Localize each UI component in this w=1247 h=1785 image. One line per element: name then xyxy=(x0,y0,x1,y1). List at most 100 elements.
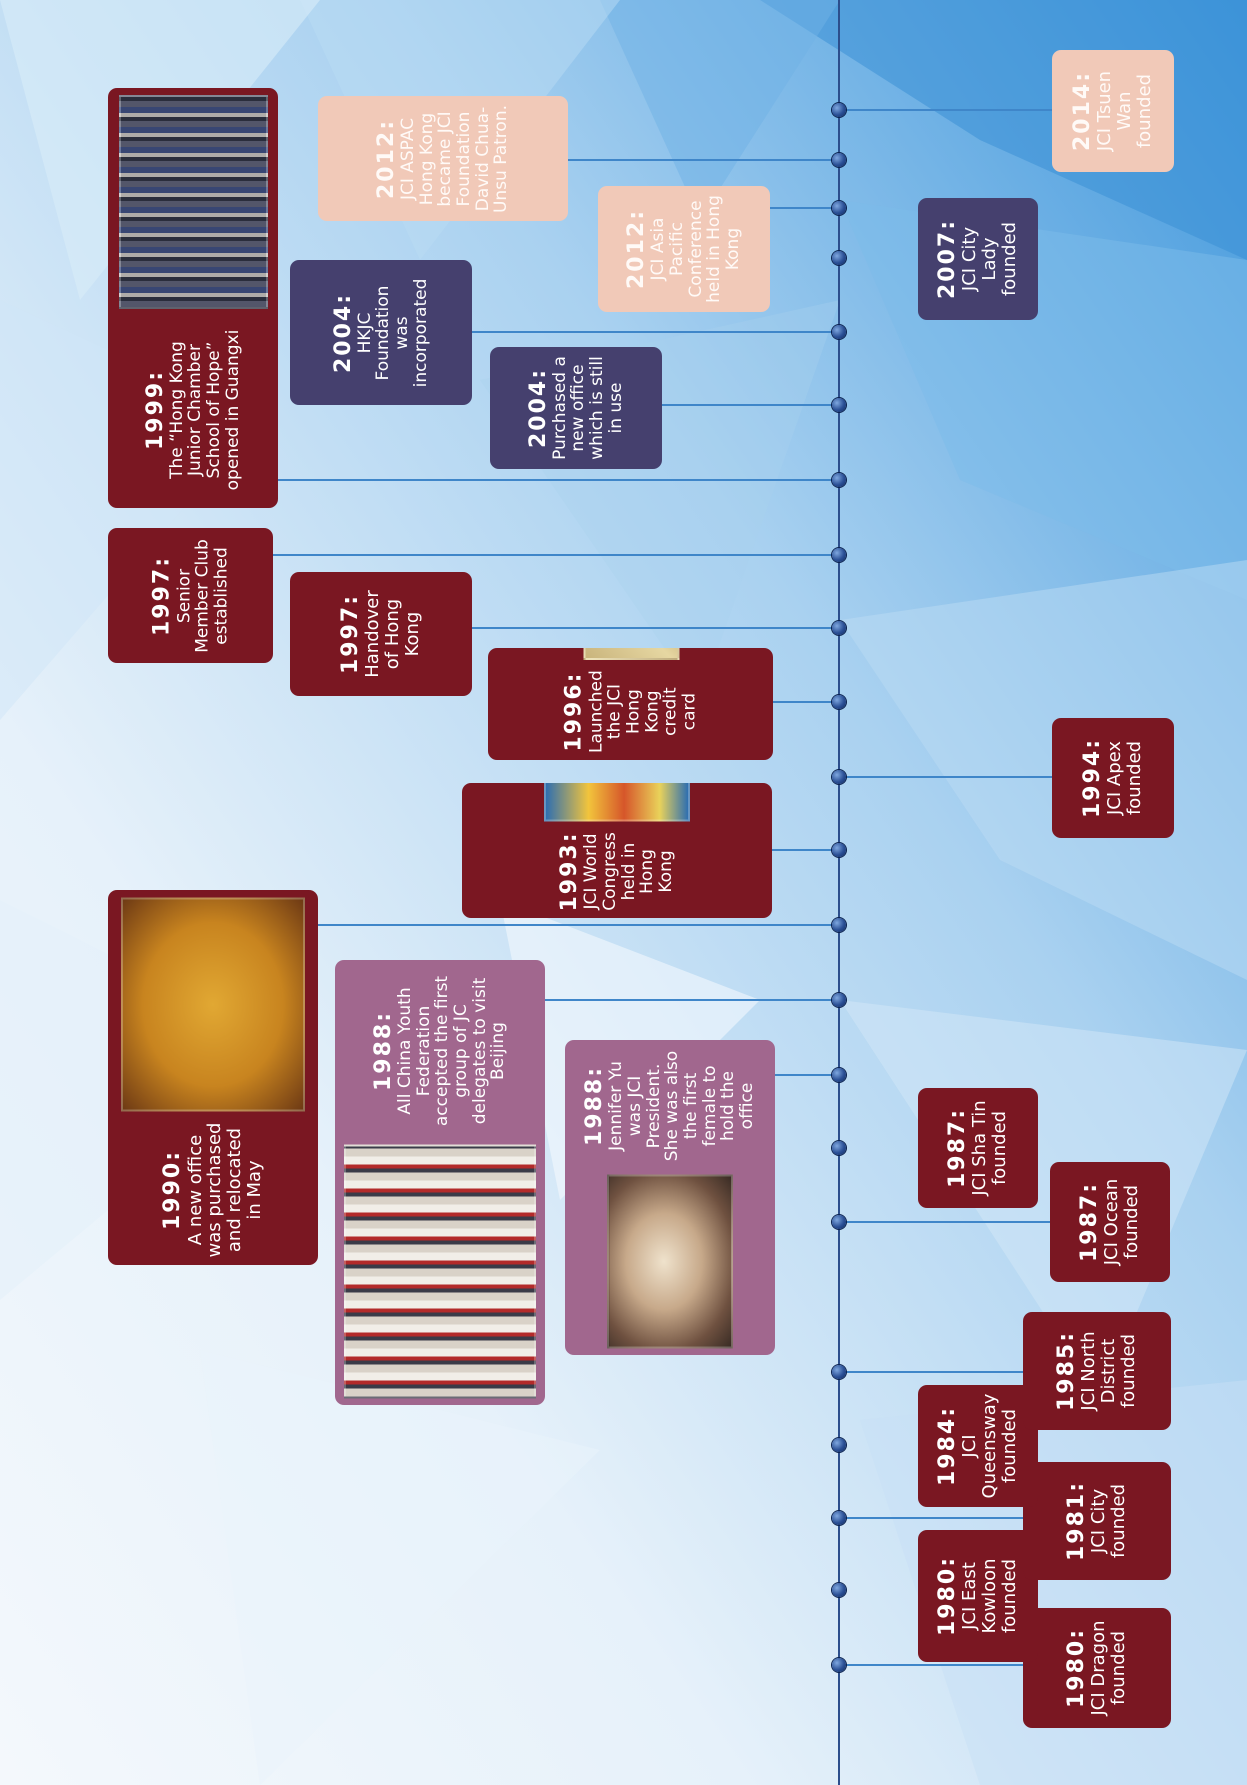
connector-e2014 xyxy=(839,109,1052,111)
event-card-e1994: 1994:JCI Apex founded xyxy=(1052,718,1174,838)
timeline-marker xyxy=(832,398,846,412)
event-card-e2012b: 2012:JCI ASPAC Hong Kong became JCI Foun… xyxy=(318,96,568,221)
event-description: JCI East Kowloon founded xyxy=(959,1558,1020,1634)
event-description: JCI Asia Pacific Conference held in Hong… xyxy=(648,195,744,303)
event-year: 1987: xyxy=(945,1107,971,1189)
connector-e1990 xyxy=(318,924,839,926)
event-description: A new office was purchased and relocated… xyxy=(184,1122,265,1257)
event-description: JCI Sha Tin founded xyxy=(969,1100,1011,1196)
event-year: 1996: xyxy=(561,671,587,752)
connector-e2004b xyxy=(472,331,839,333)
event-description: Senior Member Club established xyxy=(173,538,231,653)
timeline-marker xyxy=(832,548,846,562)
event-text: 1980:JCI Dragon founded xyxy=(1064,1615,1130,1721)
event-photo-delegates xyxy=(344,1144,536,1398)
connector-e1987a xyxy=(839,1221,1050,1223)
event-card-e1999: 1999:The “Hong Kong Junior Chamber Schoo… xyxy=(108,88,278,508)
event-card-e2007: 2007:JCI City Lady founded xyxy=(918,198,1038,320)
timeline-marker xyxy=(832,1438,846,1452)
connector-e1980a xyxy=(839,1664,1023,1666)
event-year: 1980: xyxy=(935,1555,961,1637)
event-description: HKJC Foundation was incorporated xyxy=(354,278,431,387)
connector-e1981 xyxy=(839,1517,1023,1519)
connector-e1999 xyxy=(278,479,839,481)
event-text: 1987:JCI Ocean founded xyxy=(1077,1169,1143,1275)
event-description: Launched the JCI Hong Kong credit card xyxy=(585,670,699,753)
timeline-marker xyxy=(832,1658,846,1672)
connector-e2012a xyxy=(770,207,839,209)
event-photo-card xyxy=(582,648,679,661)
event-text: 1996:Launched the JCI Hong Kong credit c… xyxy=(561,670,699,753)
timeline-marker xyxy=(832,251,846,265)
event-text: 1990:A new office was purchased and relo… xyxy=(160,1121,265,1258)
event-year: 1994: xyxy=(1080,737,1106,819)
event-card-e1996: 1996:Launched the JCI Hong Kong credit c… xyxy=(488,648,773,760)
event-description: JCI City Lady founded xyxy=(959,221,1020,297)
event-description: All China Youth Federation accepted the … xyxy=(395,975,509,1126)
timeline-marker xyxy=(832,843,846,857)
event-card-e1984: 1984:JCI Queensway founded xyxy=(918,1385,1038,1507)
event-card-e1997a: 1997:Handover of Hong Kong xyxy=(290,572,472,696)
connector-e1988b xyxy=(545,999,839,1001)
event-year: 1997: xyxy=(149,555,175,636)
event-year: 1987: xyxy=(1077,1181,1103,1263)
event-year: 1993: xyxy=(557,830,583,911)
event-year: 1985: xyxy=(1054,1330,1080,1412)
timeline-marker xyxy=(832,918,846,932)
event-year: 1988: xyxy=(370,1010,396,1091)
event-year: 2004: xyxy=(525,367,551,449)
timeline-marker xyxy=(832,201,846,215)
event-photo-plaque xyxy=(121,897,305,1111)
event-description: JCI North District founded xyxy=(1078,1331,1139,1411)
event-year: 1997: xyxy=(338,593,364,675)
event-text: 1987:JCI Sha Tin founded xyxy=(945,1095,1011,1201)
event-text: 2004:Purchased a new office which is sti… xyxy=(525,354,626,462)
event-photo-poster xyxy=(544,783,690,821)
event-text: 1984:JCI Queensway founded xyxy=(935,1392,1020,1500)
timeline-axis xyxy=(838,0,840,1785)
event-card-e2004a: 2004:Purchased a new office which is sti… xyxy=(490,347,662,469)
event-text: 1997:Handover of Hong Kong xyxy=(338,579,423,689)
connector-e1985 xyxy=(839,1371,1023,1373)
event-year: 1981: xyxy=(1064,1480,1090,1562)
event-text: 1981:JCI City founded xyxy=(1064,1469,1130,1573)
event-card-e1985: 1985:JCI North District founded xyxy=(1023,1312,1171,1430)
connector-e1994 xyxy=(839,776,1052,778)
timeline-marker xyxy=(832,1068,846,1082)
timeline-marker xyxy=(832,1141,846,1155)
connector-e1997b xyxy=(273,554,839,556)
event-year: 1999: xyxy=(142,369,168,451)
event-description: Jennifer Yu was JCI President. She was a… xyxy=(606,1050,758,1161)
event-year: 1988: xyxy=(582,1065,608,1146)
event-text: 2014:JCI Tsuen Wan founded xyxy=(1070,57,1155,165)
timeline-marker xyxy=(832,1215,846,1229)
event-description: JCI Ocean founded xyxy=(1101,1178,1143,1266)
event-text: 1980:JCI East Kowloon founded xyxy=(935,1537,1020,1655)
event-description: JCI Tsuen Wan founded xyxy=(1094,70,1155,152)
timeline-marker xyxy=(832,993,846,1007)
event-card-e2012a: 2012:JCI Asia Pacific Conference held in… xyxy=(598,186,770,312)
connector-e1997a xyxy=(472,627,839,629)
event-text: 1994:JCI Apex founded xyxy=(1080,725,1145,831)
event-description: JCI ASPAC Hong Kong became JCI Foundatio… xyxy=(398,104,512,213)
event-card-e2014: 2014:JCI Tsuen Wan founded xyxy=(1052,50,1174,172)
connector-e1996 xyxy=(773,701,839,703)
event-description: Purchased a new office which is still in… xyxy=(549,356,626,460)
event-year: 2012: xyxy=(624,208,650,290)
event-text: 1988:All China Youth Federation accepted… xyxy=(370,967,509,1134)
event-description: JCI Queensway founded xyxy=(959,1393,1020,1499)
event-description: JCI City founded xyxy=(1088,1483,1130,1559)
event-text: 2012:JCI ASPAC Hong Kong became JCI Foun… xyxy=(373,103,512,214)
event-year: 2012: xyxy=(373,118,399,199)
event-photo-portrait xyxy=(607,1174,733,1348)
event-card-e1980a: 1980:JCI Dragon founded xyxy=(1023,1608,1171,1728)
timeline-marker xyxy=(832,153,846,167)
event-card-e1980b: 1980:JCI East Kowloon founded xyxy=(918,1530,1038,1662)
timeline-marker xyxy=(832,325,846,339)
timeline-marker xyxy=(832,621,846,635)
event-text: 1999:The “Hong Kong Junior Chamber Schoo… xyxy=(142,319,243,501)
connector-e2004a xyxy=(662,404,839,406)
timeline-marker xyxy=(832,473,846,487)
event-description: JCI Dragon founded xyxy=(1088,1620,1130,1716)
timeline-marker xyxy=(832,1583,846,1597)
